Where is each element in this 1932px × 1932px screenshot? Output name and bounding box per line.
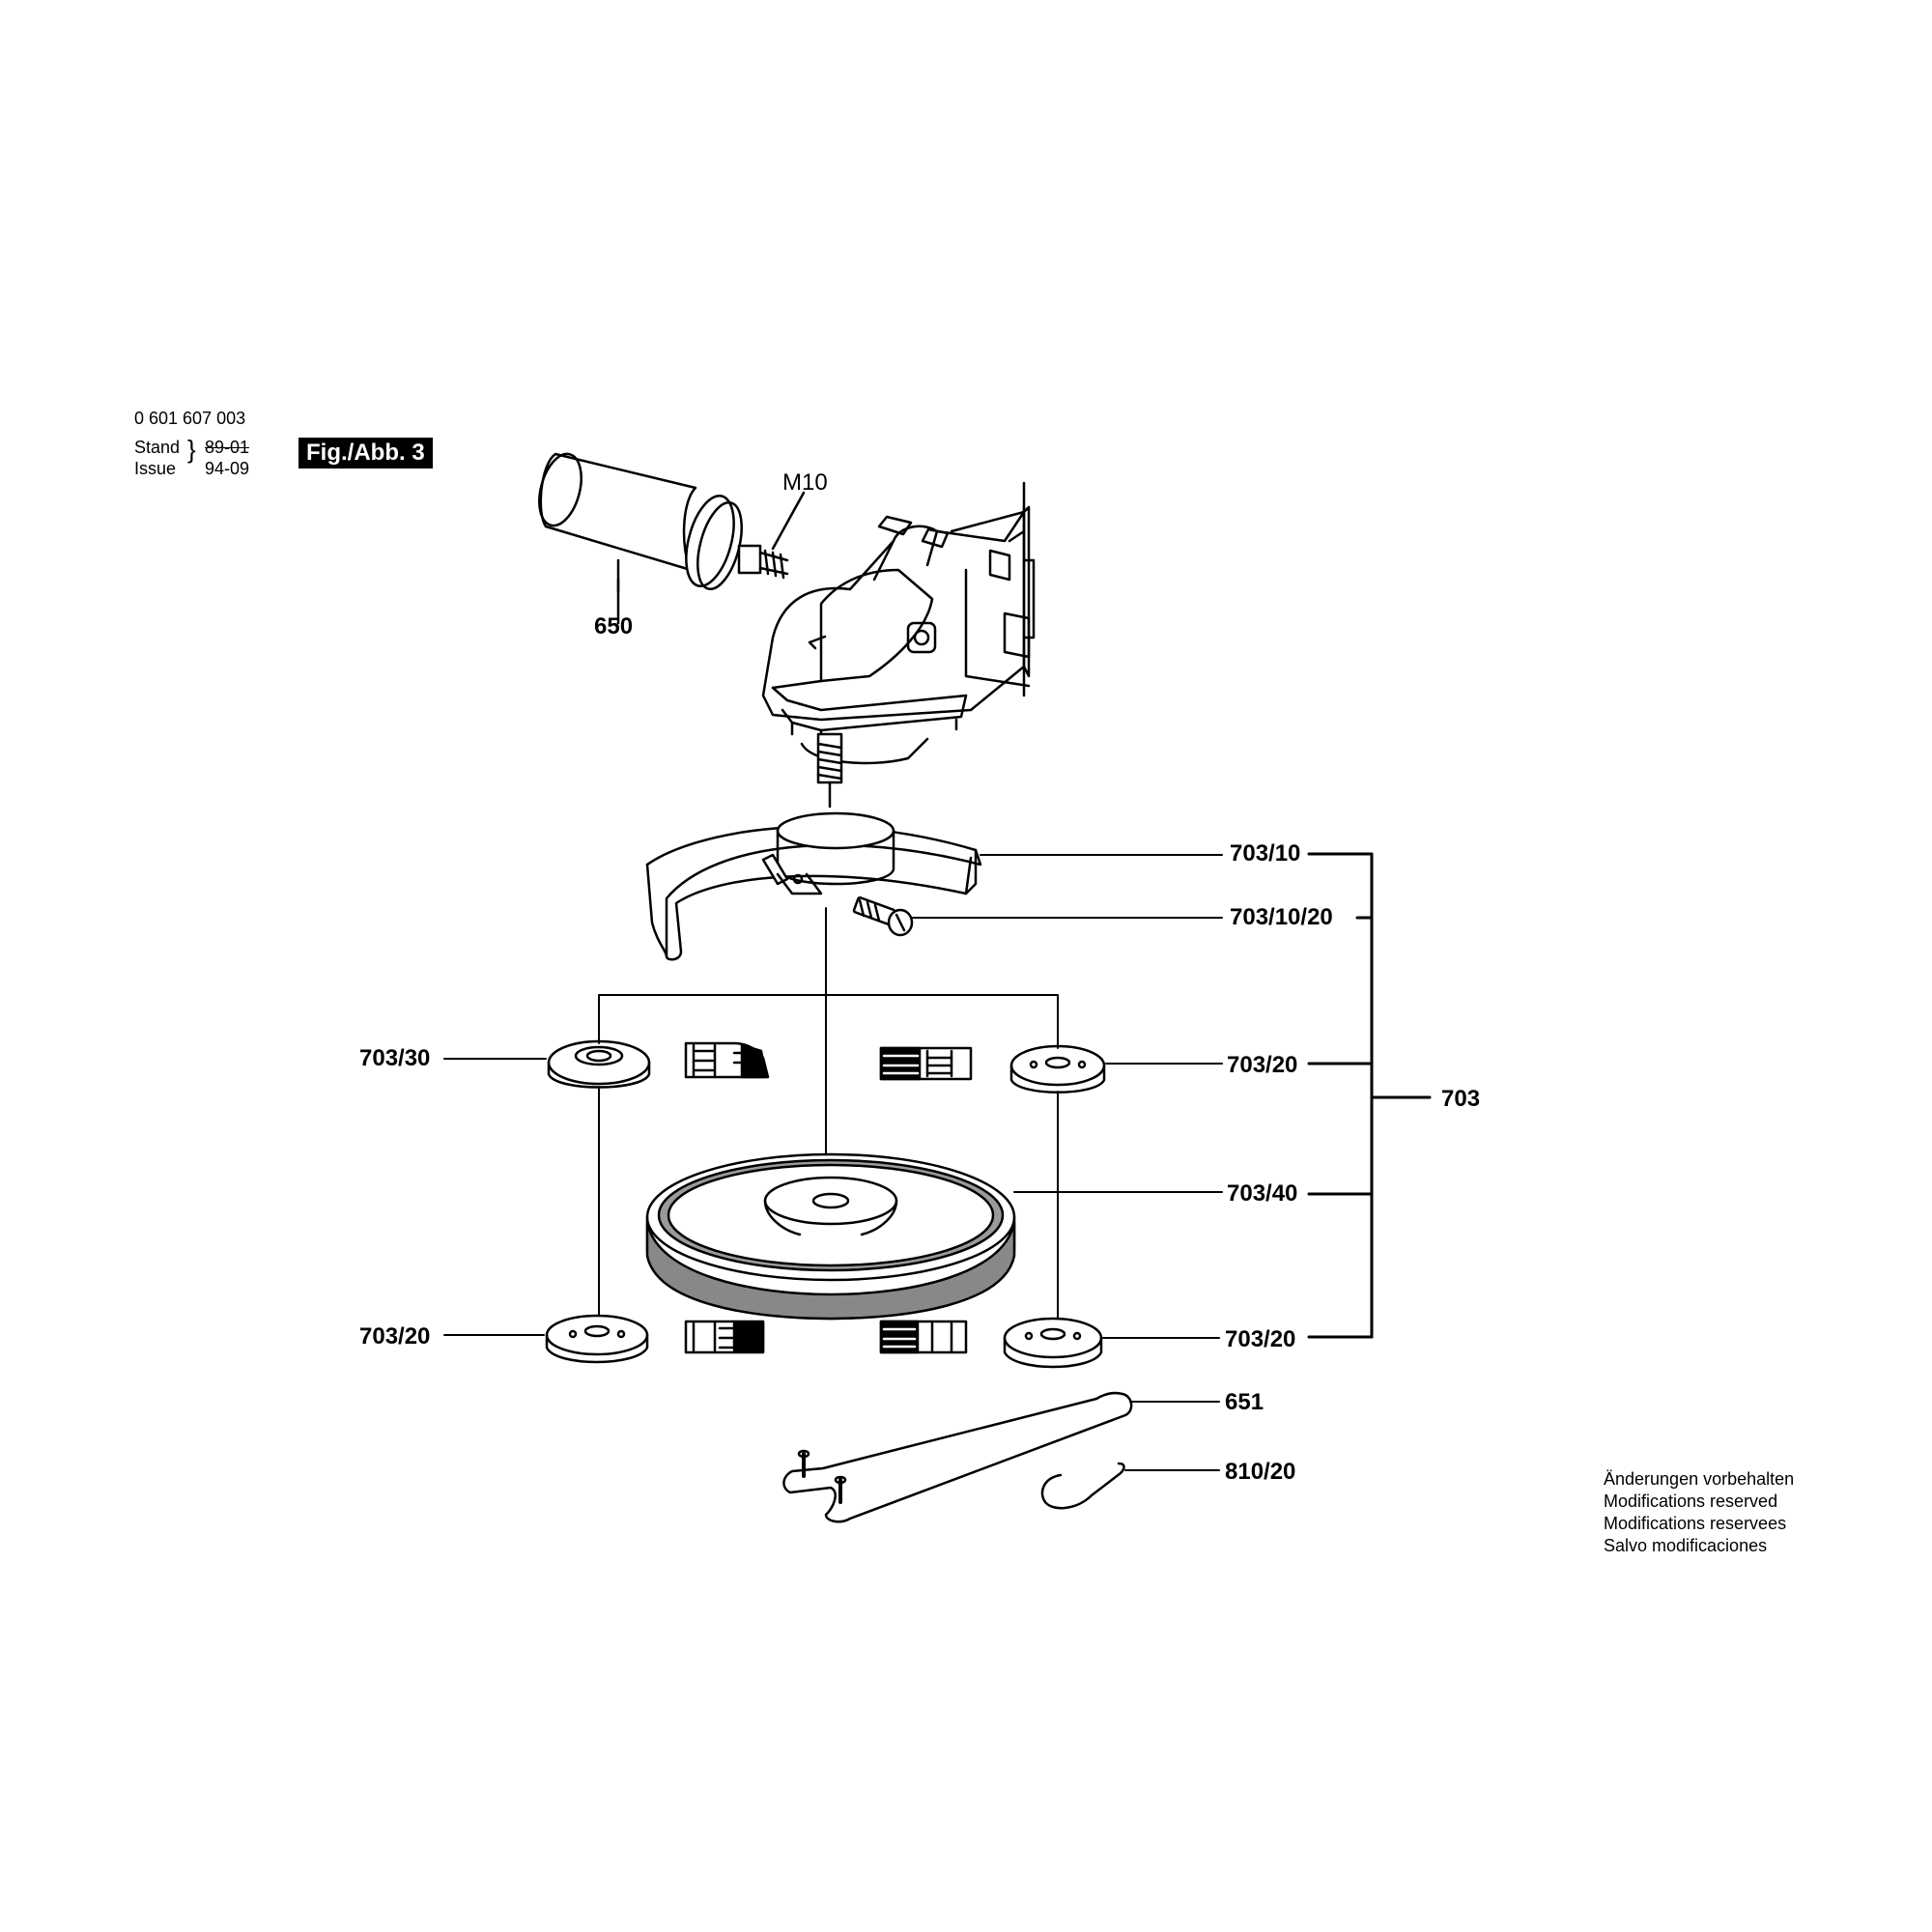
callout-m10: M10 — [782, 469, 828, 496]
new-date: 94-09 — [205, 459, 250, 478]
callout-703-10-20: 703/10/20 — [1230, 904, 1333, 930]
old-date: 89-01 — [205, 438, 250, 457]
grinding-wheel-703-40 — [645, 1152, 1016, 1321]
callout-703-40: 703/40 — [1227, 1180, 1298, 1207]
guard-screw-703-10-20 — [852, 895, 914, 937]
callout-703-20-lower-left: 703/20 — [359, 1323, 431, 1350]
pin-spanner-651 — [782, 1391, 1133, 1523]
note-line: Salvo modificaciones — [1604, 1536, 1768, 1555]
issue-label: Issue — [134, 459, 177, 478]
modifications-note: Änderungen vorbehalten Modifications res… — [1604, 1468, 1794, 1557]
wheel-guard-703-10 — [645, 811, 982, 961]
flange-703-30 — [547, 1039, 651, 1089]
callout-703-30: 703/30 — [359, 1045, 431, 1071]
brace-icon: } — [187, 435, 196, 464]
stand-label: Stand — [134, 438, 181, 457]
figure-label: Fig./Abb. 3 — [298, 438, 433, 469]
part-number: 0 601 607 003 — [134, 409, 246, 428]
flange-703-20-lower-left — [545, 1314, 649, 1364]
nut-section-lower-left — [684, 1320, 765, 1354]
note-line: Änderungen vorbehalten — [1604, 1469, 1795, 1489]
callout-651: 651 — [1225, 1389, 1264, 1415]
flange-703-20-lower-right — [1003, 1317, 1103, 1369]
callout-703-20-lower-right: 703/20 — [1225, 1326, 1296, 1352]
retaining-ring-810-20 — [1040, 1462, 1125, 1510]
angle-grinder-body — [761, 481, 1036, 809]
callout-703-20-upper: 703/20 — [1227, 1052, 1298, 1078]
note-line: Modifications reservees — [1604, 1514, 1787, 1533]
side-handle-650 — [538, 452, 789, 625]
nut-section-upper-left — [684, 1041, 770, 1079]
callout-703-10: 703/10 — [1230, 840, 1301, 867]
callout-703: 703 — [1441, 1086, 1481, 1112]
flange-703-20-upper — [1009, 1044, 1106, 1094]
note-line: Modifications reserved — [1604, 1492, 1778, 1511]
callout-810-20: 810/20 — [1225, 1459, 1296, 1485]
nut-section-upper-right — [879, 1046, 973, 1081]
nut-section-lower-right — [879, 1320, 968, 1354]
callout-650: 650 — [594, 613, 634, 639]
